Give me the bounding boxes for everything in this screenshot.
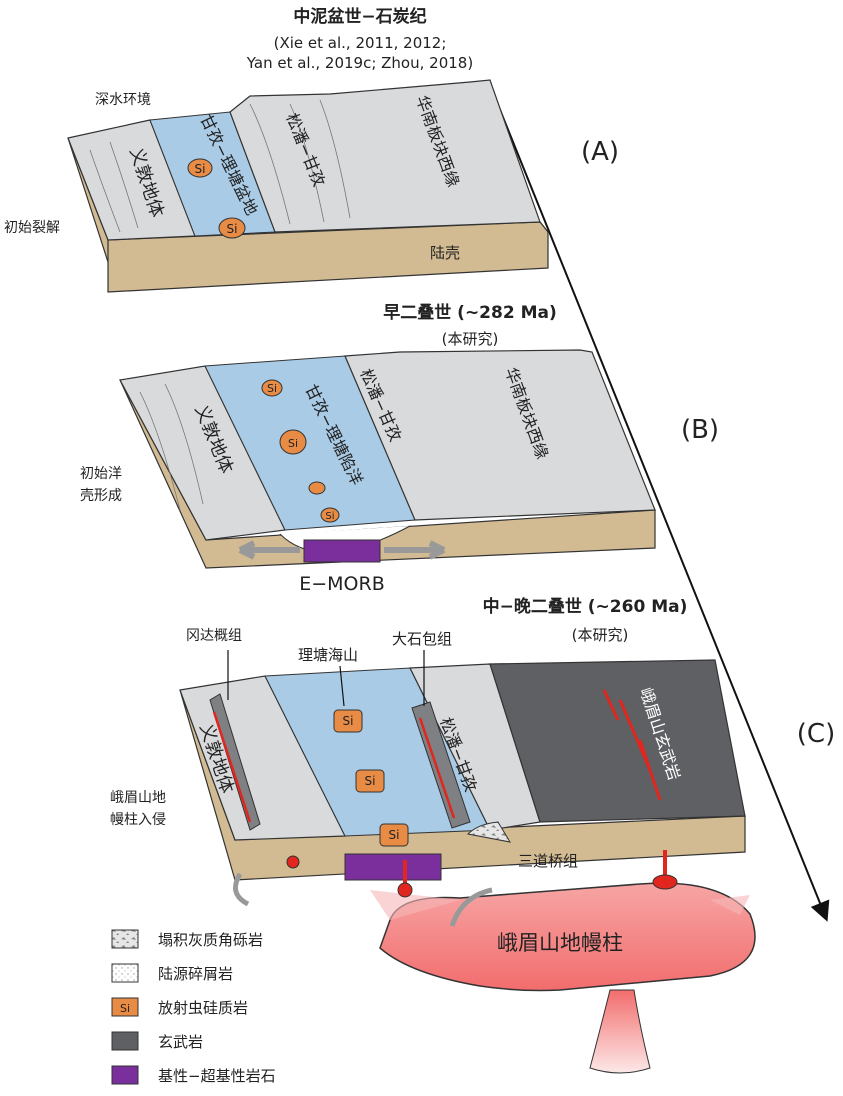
si-lens-a1: Si <box>187 158 213 178</box>
panel-b-title: 早二叠世 (~282 Ma) <box>383 303 557 323</box>
svg-text:Si: Si <box>288 437 298 450</box>
seamount-label: 理塘海山 <box>298 646 358 664</box>
panel-b-subtitle: (本研究) <box>442 330 499 348</box>
panel-c-title: 中−晚二叠世 (~260 Ma) <box>483 596 688 617</box>
panel-c: 中−晚二叠世 (~260 Ma) (本研究) Si Si Si (C) 冈达概组… <box>110 596 835 1074</box>
legend-swatch-breccia <box>111 929 139 949</box>
plume-label: 峨眉山地幔柱 <box>497 931 623 955</box>
si-lens-c1: Si <box>333 709 363 733</box>
panel-c-subtitle: (本研究) <box>572 626 629 644</box>
legend-label-breccia: 塌积灰质角砾岩 <box>158 931 263 949</box>
emorb-body <box>303 539 381 563</box>
panel-a: 中泥盆世−石炭纪 (Xie et al., 2011, 2012; Yan et… <box>4 6 619 293</box>
gangdagai-label: 冈达概组 <box>186 628 242 644</box>
legend-swatch-clastic <box>111 963 139 983</box>
si-lens-b1: Si <box>261 379 283 397</box>
emorb-label: E−MORB <box>299 573 385 595</box>
svg-text:Si: Si <box>389 828 400 842</box>
panel-b-side-label-2: 壳形成 <box>80 487 122 504</box>
legend-swatch-ultramafic <box>111 1065 139 1085</box>
legend: 塌积灰质角砾岩 陆源碎屑岩 Si 放射虫硅质岩 玄武岩 基性−超基性岩石 <box>111 929 276 1085</box>
svg-text:Si: Si <box>267 382 277 395</box>
crust-label-a: 陆壳 <box>430 244 460 262</box>
svg-text:Si: Si <box>227 222 238 236</box>
panel-c-side-label-1: 峨眉山地 <box>110 790 166 806</box>
panel-a-side-label: 初始裂解 <box>4 219 60 236</box>
si-lens-b3 <box>308 481 326 495</box>
svg-text:Si: Si <box>325 511 334 522</box>
legend-label-ultramafic: 基性−超基性岩石 <box>158 1067 276 1085</box>
legend-swatch-si-text: Si <box>120 1002 130 1015</box>
panel-a-title: 中泥盆世−石炭纪 <box>293 6 426 27</box>
legend-label-si: 放射虫硅质岩 <box>158 999 248 1017</box>
sandaoqiao-label: 三道桥组 <box>518 852 578 870</box>
si-lens-b2: Si <box>279 429 307 455</box>
si-lens-c3: Si <box>379 823 409 847</box>
panel-c-side-label-2: 幔柱入侵 <box>110 811 166 828</box>
panel-b-tag: (B) <box>681 415 719 445</box>
svg-text:Si: Si <box>365 774 376 788</box>
si-lens-b4: Si <box>320 507 340 523</box>
south-china-surface-a <box>229 79 541 233</box>
legend-label-clastic: 陆源碎屑岩 <box>158 965 233 983</box>
time-arrow <box>487 79 830 922</box>
legend-label-basalt: 玄武岩 <box>158 1033 203 1051</box>
si-lens-c2: Si <box>355 769 385 793</box>
svg-text:Si: Si <box>195 162 206 176</box>
panel-a-tag: (A) <box>581 137 619 167</box>
legend-swatch-si <box>111 997 139 1017</box>
mantle-plume <box>379 882 756 992</box>
dashibao-label: 大石包组 <box>392 630 452 648</box>
panel-a-refs-2: Yan et al., 2019c; Zhou, 2018) <box>246 54 473 72</box>
panel-b: 早二叠世 (~282 Ma) (本研究) Si Si Si (B) 初始洋 壳形… <box>80 303 719 595</box>
south-china-surface-b <box>344 349 656 521</box>
deep-water-label: 深水环境 <box>95 92 151 108</box>
panel-b-side-label-1: 初始洋 <box>80 465 122 482</box>
plume-stem <box>589 989 651 1074</box>
basalt-surface-c <box>489 659 746 823</box>
panel-a-refs-1: (Xie et al., 2011, 2012; <box>274 34 447 52</box>
ultramafic-body-c <box>344 853 442 881</box>
legend-swatch-basalt <box>111 1031 139 1051</box>
panel-c-tag: (C) <box>797 719 835 749</box>
si-lens-a2: Si <box>218 217 246 239</box>
svg-text:Si: Si <box>343 714 354 728</box>
